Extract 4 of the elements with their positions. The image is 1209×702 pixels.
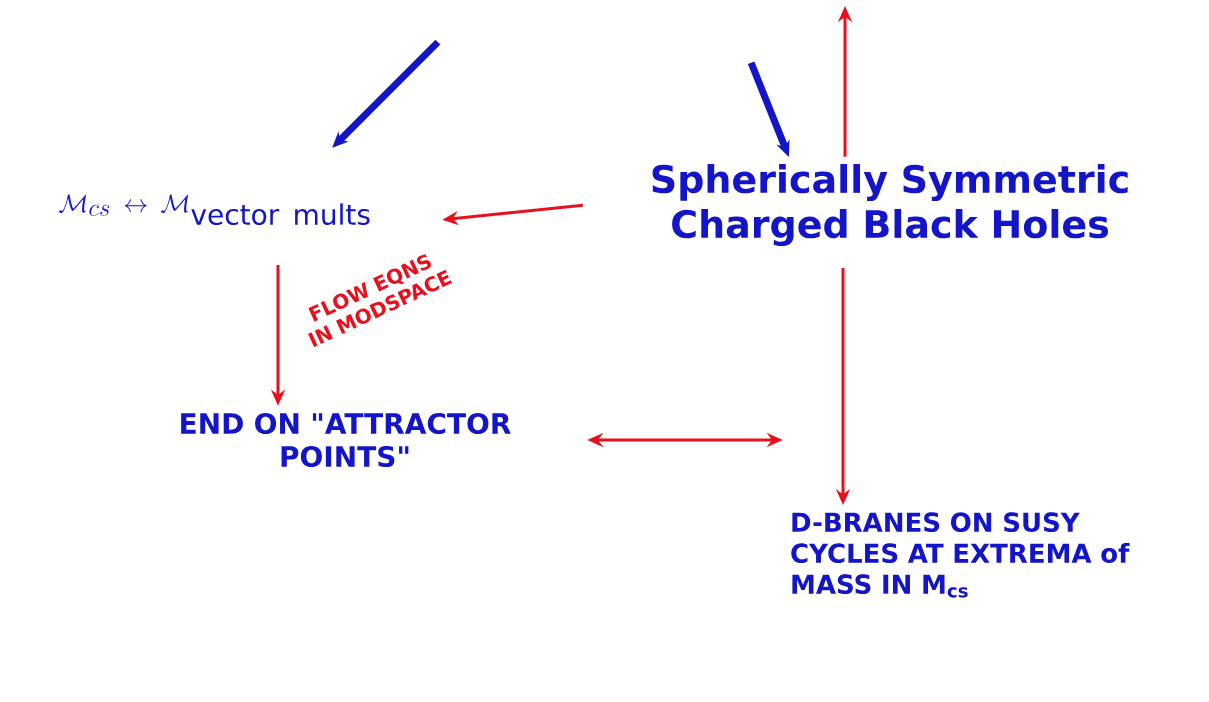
handwritten-text: END ON "ATTRACTOR POINTS" xyxy=(181,412,511,468)
handwritten-text: $\mathcal{M}_{cs} \leftrightarrow \mathcal{M}_{\mathrm{vector\ mults}}$ xyxy=(59,194,370,226)
handwritten-text: D-BRANES ON SUSY CYCLES AT EXTREMA of MASS IN M$_{cs}$ xyxy=(791,512,1130,598)
handwritten-text: Spherically Symmetric Charged Black Holes xyxy=(652,163,1128,247)
